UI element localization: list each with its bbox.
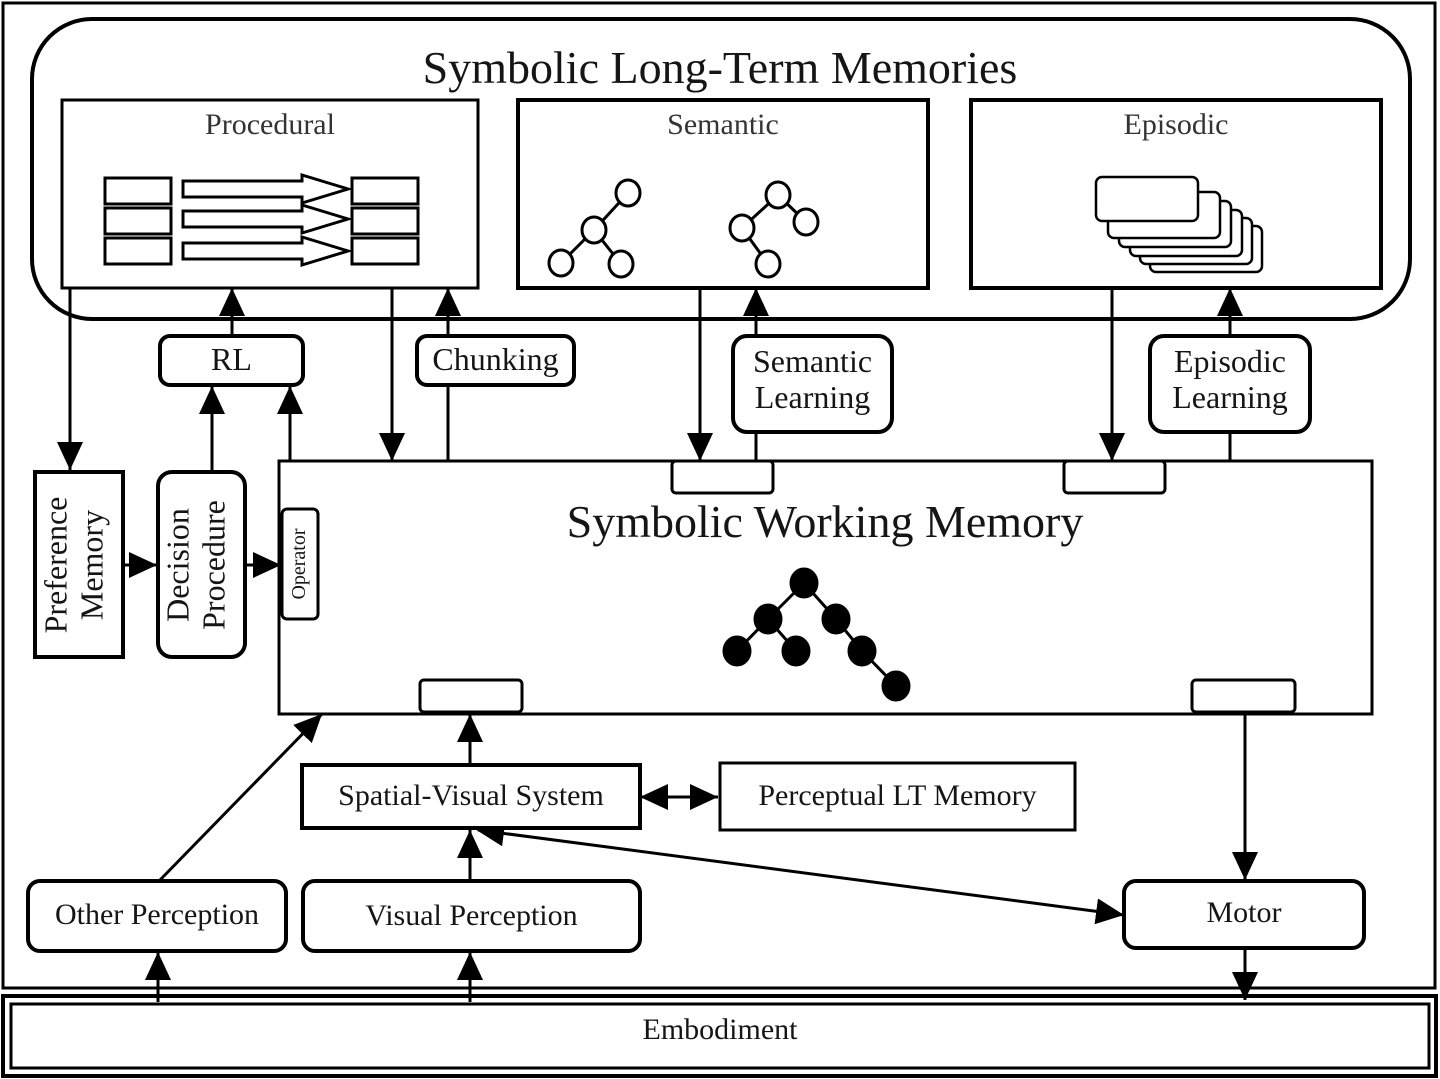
arrows [57,288,1258,1002]
wm-buffer-motor [1190,678,1297,714]
rl-box [158,334,305,387]
embodiment-label: Embodiment [642,1013,798,1046]
episodic-learning-line2: Learning [1172,378,1288,415]
long-term-memories-container [30,17,1412,321]
decision-line1: Decision [159,508,196,622]
working-memory-graph-icon [722,567,911,702]
embodiment-outer [1,994,1438,1078]
decision-line2: Procedure [195,500,232,630]
semantic-graph-icon [547,178,820,279]
chunking-box [415,334,576,387]
procedural-label: Procedural [205,108,335,141]
operator-label: Operator [288,528,310,600]
visual-perception-box [301,879,642,953]
episodic-label: Episodic [1123,108,1229,141]
decision-procedure-label: Decision Procedure [159,473,243,658]
operator-slot [280,507,320,621]
other-perception-label: Other Perception [54,898,260,931]
arrow-other-to-wm [158,712,324,882]
semantic-learning-line1: Semantic [752,343,873,379]
decision-procedure-box [156,470,247,659]
semantic-label: Semantic [667,108,779,141]
working-memory-box [277,459,1374,716]
semantic-learning-label: Semantic Learning [733,343,892,416]
semantic-box [516,98,930,290]
preference-line2: Memory [73,509,110,621]
wm-buffer-perception [418,678,524,714]
chunking-label: Chunking [432,341,559,377]
preference-memory-box [33,470,125,659]
preference-memory-label: Preference Memory [37,473,121,658]
episodic-learning-box [1148,334,1312,434]
episodic-stack-icon [1094,175,1264,274]
perceptual-lt-label: Perceptual LT Memory [758,779,1037,812]
motor-box [1122,879,1366,950]
semantic-learning-box [731,334,894,434]
visual-perception-label: Visual Perception [365,899,578,932]
spatial-visual-label: Spatial-Visual System [338,779,604,812]
wm-buffer-semantic [670,459,775,495]
preference-line1: Preference [37,496,74,634]
spatial-visual-box [300,763,642,830]
embodiment-inner [9,1002,1431,1070]
semantic-learning-line2: Learning [754,378,871,415]
motor-label: Motor [1206,896,1282,929]
arrow-spatial-motor [476,820,1125,925]
rl-label: RL [211,341,252,377]
procedural-rules-icon [103,172,420,268]
perceptual-lt-box [718,761,1077,832]
episodic-learning-line1: Episodic [1174,343,1286,379]
episodic-learning-label: Episodic Learning [1150,343,1310,416]
other-perception-box [26,879,288,953]
working-memory-title: Symbolic Working Memory [566,496,1084,547]
wm-buffer-episodic [1062,459,1167,495]
long-term-memories-title: Symbolic Long-Term Memories [422,42,1018,93]
outer-frame [1,1,1437,990]
